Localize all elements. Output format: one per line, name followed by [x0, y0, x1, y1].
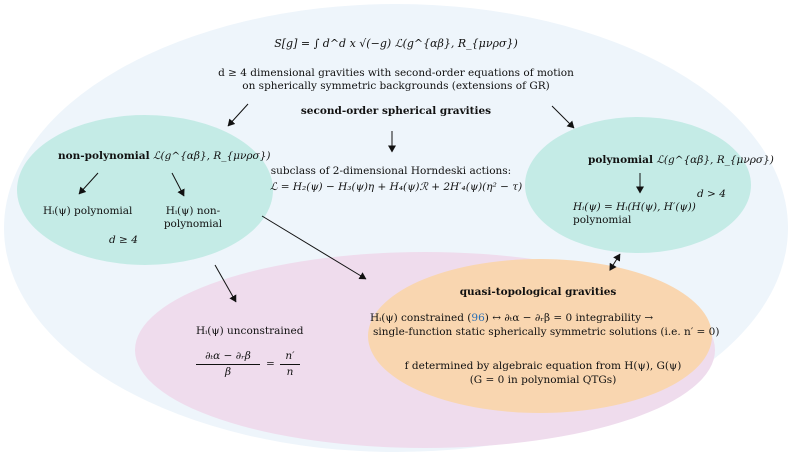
right-title: polynomial ℒ(g^{αβ}, R_{μνρσ}) — [588, 154, 774, 167]
fraction-right: n′ n — [280, 350, 300, 379]
fraction-left-denominator: β — [224, 366, 232, 378]
qtg-line3: f determined by algebraic equation from … — [404, 360, 682, 372]
fraction-right-denominator: n — [286, 366, 294, 378]
right-title-formula: ℒ(g^{αβ}, R_{μνρσ}) — [656, 154, 774, 166]
left-branch-polynomial: Hᵢ(ψ) polynomial — [43, 205, 133, 217]
right-polynomial: polynomial — [573, 214, 632, 226]
qtg-region — [368, 259, 712, 413]
description-line1: d ≥ 4 dimensional gravities with second-… — [218, 67, 574, 79]
qtg-line1: Hᵢ(ψ) constrained (96) ↔ ∂ₜα − ∂ᵣβ = 0 i… — [370, 312, 653, 325]
action-formula: S[g] = ∫ d^d x √(−g) ℒ(g^{αβ}, R_{μνρσ}) — [274, 37, 518, 50]
right-title-bold: polynomial — [588, 154, 653, 166]
fraction-left-numerator: ∂ₜα − ∂ᵣβ — [205, 350, 251, 362]
qtg-line1-b: ) ↔ ∂ₜα − ∂ᵣβ = 0 integrability → — [484, 312, 654, 324]
citation-link[interactable]: 96 — [471, 312, 485, 324]
left-branch-nonpolynomial-1: Hᵢ(ψ) non- — [165, 205, 221, 217]
fraction-right-bar — [280, 364, 300, 365]
qtg-line2: single-function static spherically symme… — [373, 326, 720, 338]
left-title-formula: ℒ(g^{αβ}, R_{μνρσ}) — [152, 150, 271, 162]
unconstrained-label: Hᵢ(ψ) unconstrained — [196, 325, 304, 337]
qtg-line4: (G = 0 in polynomial QTGs) — [469, 374, 617, 386]
left-title-bold: non-polynomial — [58, 150, 150, 162]
qtg-line1-a: Hᵢ(ψ) constrained ( — [370, 312, 472, 324]
qtg-title: quasi-topological gravities — [459, 286, 617, 298]
horndeski-formula: ℒ = H₂(ψ) − H₃(ψ)η + H₄(ψ)ℛ + 2H′₄(ψ)(η²… — [269, 181, 523, 193]
arrow-to-qtg — [261, 215, 367, 280]
fraction-equals: = — [266, 358, 275, 370]
horndeski-line1: subclass of 2-dimensional Horndeski acti… — [270, 165, 512, 177]
fraction-left: ∂ₜα − ∂ᵣβ β — [196, 350, 260, 379]
left-branch-nonpolynomial-2: polynomial — [163, 218, 223, 230]
arrow-left-branch1 — [78, 172, 99, 195]
arrow-left-branch2 — [171, 172, 185, 197]
description-line2: on spherically symmetric backgrounds (ex… — [242, 80, 550, 92]
right-region — [525, 117, 751, 253]
arrow-to-right — [551, 105, 575, 129]
arrow-to-unconstrained — [214, 264, 237, 303]
left-region — [17, 115, 273, 265]
right-dimension: d > 4 — [697, 188, 726, 200]
right-formula: Hᵢ(ψ) = Hᵢ(H(ψ), H′(ψ)) — [573, 201, 696, 213]
left-title: non-polynomial ℒ(g^{αβ}, R_{μνρσ}) — [58, 150, 270, 163]
arrow-to-left — [227, 103, 249, 127]
fraction-left-bar — [196, 364, 260, 365]
left-dimension: d ≥ 4 — [109, 234, 138, 246]
fraction-right-numerator: n′ — [285, 350, 295, 362]
center-title: second-order spherical gravities — [300, 105, 492, 117]
arrow-qtg-polynomial — [609, 253, 621, 271]
